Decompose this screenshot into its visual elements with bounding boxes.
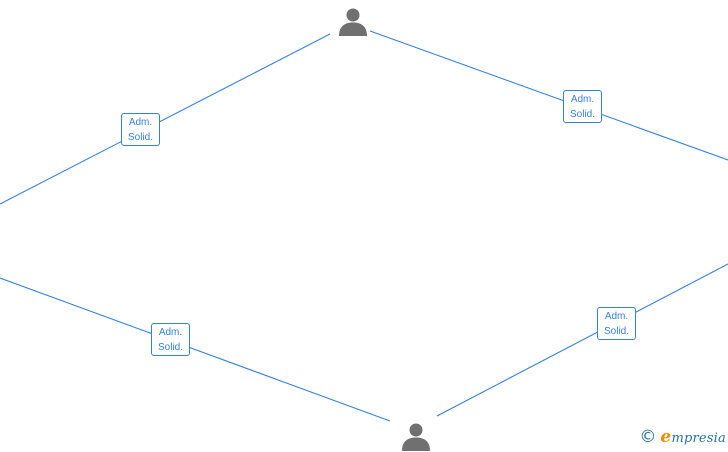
relation-type: Solid. — [603, 326, 629, 337]
edge-right-to-bottom — [436, 263, 728, 417]
relation-role: Adm. — [128, 117, 153, 128]
relation-label-top-left[interactable]: Adm. Solid. — [121, 113, 160, 146]
relation-role: Adm. — [604, 311, 629, 322]
edge-left-to-bottom — [0, 277, 391, 422]
empresia-watermark: © empresia — [639, 427, 726, 447]
relation-type: Solid. — [569, 109, 595, 120]
relation-role: Adm. — [570, 94, 595, 105]
relation-type: Solid. — [157, 342, 183, 353]
relation-role: Adm. — [158, 327, 183, 338]
relation-type: Solid. — [127, 132, 153, 143]
relation-label-top-right[interactable]: Adm. Solid. — [563, 90, 602, 123]
person-node-top[interactable] — [337, 7, 369, 37]
empresia-logo: empresia — [660, 427, 726, 447]
logo-initial: e — [660, 427, 672, 447]
relation-label-bottom-left[interactable]: Adm. Solid. — [151, 323, 190, 356]
edge-top-to-left — [0, 33, 331, 205]
person-icon — [402, 423, 430, 451]
edge-top-to-right — [369, 30, 728, 161]
person-node-bottom[interactable] — [400, 422, 432, 452]
person-icon — [339, 8, 367, 36]
logo-text: mpresia — [671, 431, 726, 446]
copyright-symbol: © — [639, 426, 657, 447]
relation-label-bottom-right[interactable]: Adm. Solid. — [597, 307, 636, 340]
